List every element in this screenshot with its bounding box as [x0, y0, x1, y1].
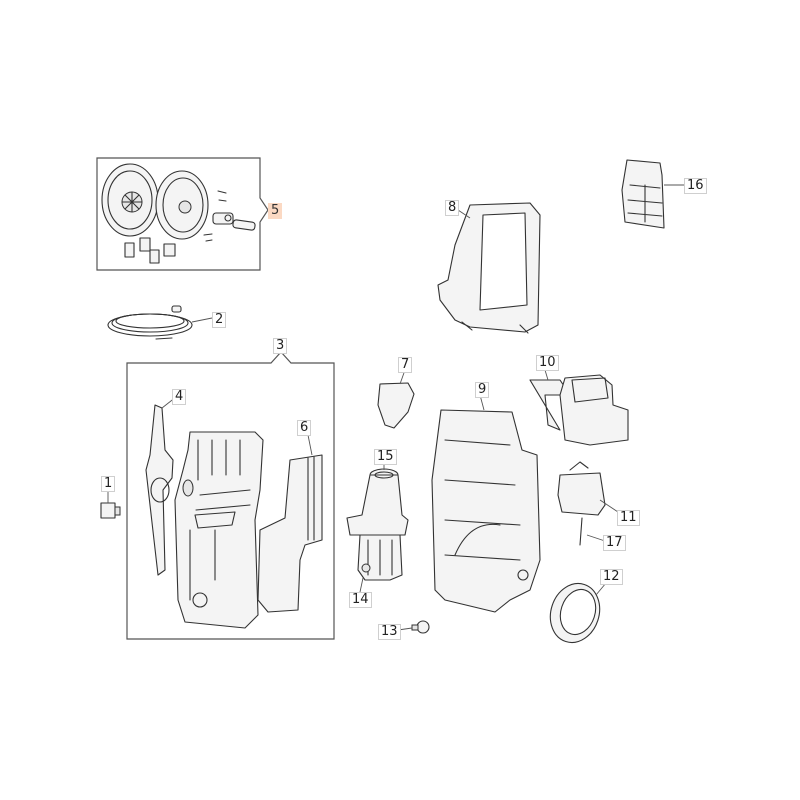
part-3-group-box	[126, 351, 335, 640]
callout-17[interactable]: 17	[603, 535, 626, 551]
part-1-switch[interactable]	[100, 502, 121, 519]
leader-line-2	[191, 317, 213, 323]
leader-line-6	[307, 434, 313, 456]
callout-13[interactable]: 13	[378, 624, 401, 640]
part-13-fitting[interactable]	[411, 620, 430, 634]
leader-line-8	[457, 209, 471, 219]
callout-6[interactable]: 6	[297, 420, 312, 436]
part-5-hose-reel-kit[interactable]	[101, 163, 256, 264]
part-16-filter-pad[interactable]	[621, 159, 665, 229]
part-12-wheel[interactable]	[543, 577, 607, 649]
leader-line-11	[599, 499, 619, 513]
callout-8[interactable]: 8	[445, 200, 460, 216]
part-8-handle-frame[interactable]	[437, 202, 541, 334]
leader-line-14	[359, 577, 364, 593]
part-17-tube[interactable]	[579, 517, 583, 546]
callout-16[interactable]: 16	[684, 178, 707, 194]
part-3-front-housing[interactable]	[174, 431, 264, 629]
callout-7[interactable]: 7	[398, 357, 413, 373]
callout-4[interactable]: 4	[172, 389, 187, 405]
callout-14[interactable]: 14	[349, 592, 372, 608]
callout-1[interactable]: 1	[101, 476, 116, 492]
callout-12[interactable]: 12	[600, 569, 623, 585]
callout-9[interactable]: 9	[475, 382, 490, 398]
callout-2[interactable]: 2	[212, 312, 227, 328]
part-10-bracket[interactable]	[529, 374, 629, 446]
part-7-cover-cap[interactable]	[377, 382, 415, 429]
leader-line-10	[544, 369, 549, 381]
callout-5-selected[interactable]: 5	[268, 203, 283, 219]
callout-15[interactable]: 15	[374, 449, 397, 465]
part-9-rear-housing[interactable]	[431, 409, 541, 613]
part-15-motor[interactable]	[346, 468, 409, 536]
part-14-pump[interactable]	[357, 534, 403, 581]
part-6-side-panel[interactable]	[257, 454, 323, 613]
part-4-side-panel[interactable]	[145, 404, 174, 576]
part-11-detergent-tank[interactable]	[557, 461, 606, 516]
part-5-group-box	[96, 157, 269, 271]
part-2-high-pressure-hose[interactable]	[107, 305, 193, 340]
leader-line-12	[595, 582, 607, 596]
callout-10[interactable]: 10	[536, 355, 559, 371]
callout-11[interactable]: 11	[617, 510, 640, 526]
callout-3[interactable]: 3	[273, 338, 288, 354]
leader-line-17	[586, 534, 606, 542]
